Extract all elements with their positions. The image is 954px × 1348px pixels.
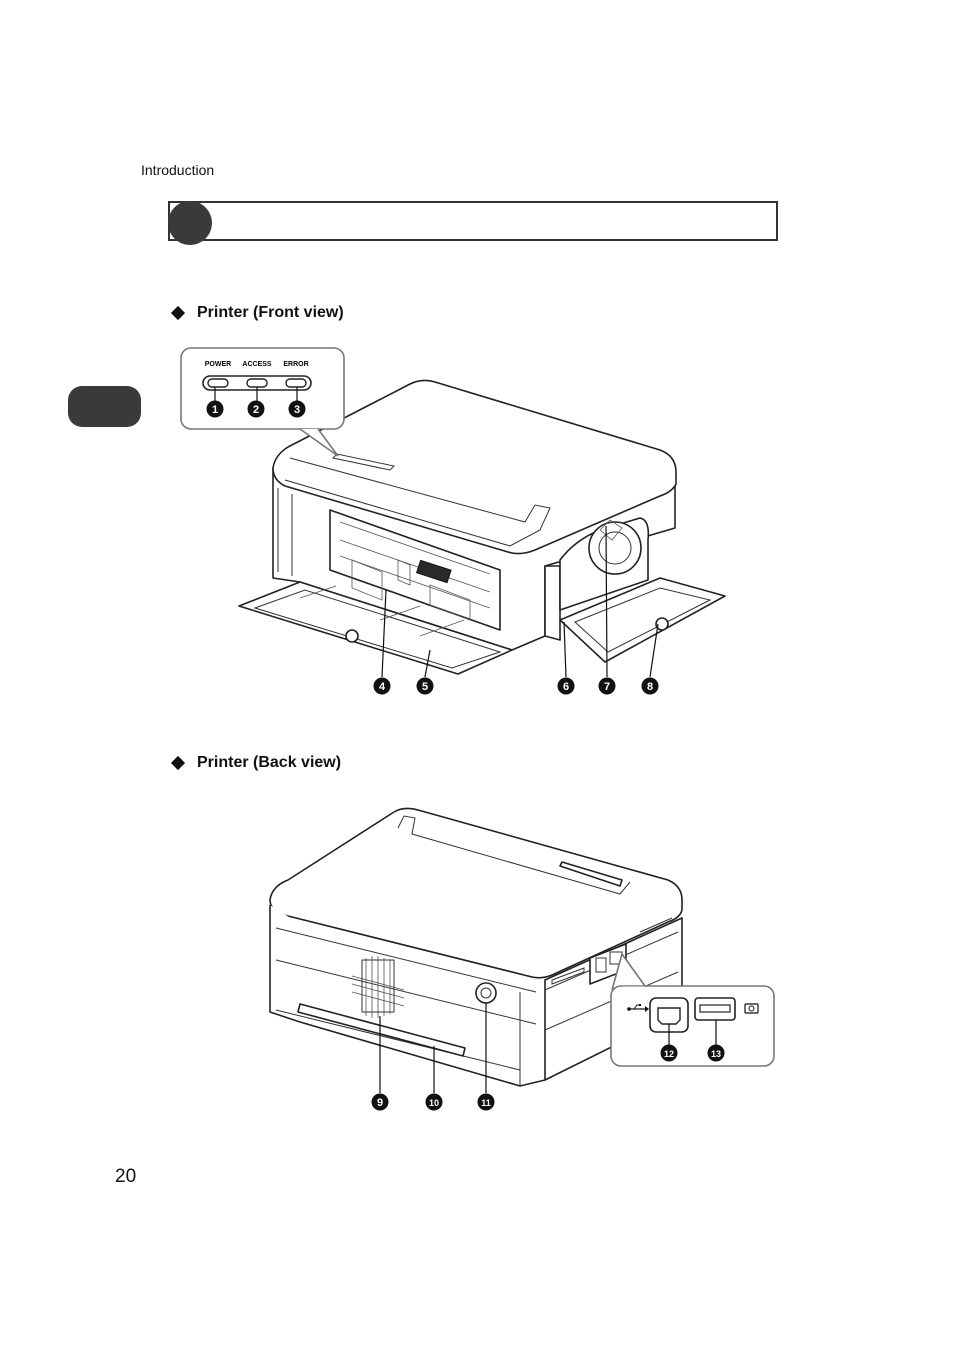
section-marker	[168, 201, 212, 245]
callout-7: 7	[598, 677, 616, 695]
callout-4: 4	[373, 677, 391, 695]
callout-9: 9	[371, 1093, 389, 1111]
page-number: 20	[115, 1166, 137, 1187]
usb-icon	[627, 1004, 649, 1012]
back-view-heading-text: Printer (Back view)	[197, 754, 342, 771]
callout-6: 6	[557, 677, 575, 695]
callout-1: 1	[206, 400, 224, 418]
svg-text:7: 7	[604, 681, 610, 693]
camera-icon	[744, 1003, 759, 1014]
printer-front-view	[238, 379, 726, 675]
callout-11: 11	[477, 1093, 495, 1111]
front-view-heading-text: Printer (Front view)	[197, 304, 344, 321]
led-label-access: ACCESS	[242, 361, 272, 368]
access-led	[246, 378, 268, 388]
svg-text:2: 2	[253, 404, 259, 416]
callout-10: 10	[425, 1093, 443, 1111]
svg-text:13: 13	[711, 1049, 721, 1059]
svg-text:1: 1	[212, 404, 218, 416]
ports-detail	[610, 952, 775, 1067]
chapter-tab	[68, 386, 141, 427]
vent-grille	[351, 956, 405, 1018]
callout-13: 13	[707, 1044, 725, 1062]
svg-text:6: 6	[563, 681, 569, 693]
svg-text:3: 3	[294, 404, 300, 416]
svg-text:8: 8	[647, 681, 653, 693]
front-view-heading: Printer (Front view)	[170, 304, 344, 322]
svg-text:9: 9	[377, 1097, 383, 1109]
front-view-callouts: 1 2 3 4 5 6 7 8	[206, 400, 659, 695]
callout-3: 3	[288, 400, 306, 418]
back-view-callouts: 9 10 11 12 13	[371, 1044, 725, 1111]
callout-12: 12	[660, 1044, 678, 1062]
back-view-heading: Printer (Back view)	[170, 754, 341, 772]
power-led	[207, 378, 229, 388]
svg-text:11: 11	[481, 1098, 491, 1108]
callout-8: 8	[641, 677, 659, 695]
svg-text:4: 4	[379, 681, 386, 693]
callout-5: 5	[416, 677, 434, 695]
led-label-power: POWER	[205, 361, 231, 368]
led-indicator-detail: POWER ACCESS ERROR	[180, 347, 345, 457]
svg-text:5: 5	[422, 681, 428, 693]
printer-back-view	[269, 807, 683, 1087]
svg-text:10: 10	[429, 1098, 439, 1108]
running-head: Introduction	[141, 162, 215, 178]
error-led	[285, 378, 307, 388]
svg-text:12: 12	[664, 1049, 674, 1059]
led-label-error: ERROR	[283, 361, 308, 368]
callout-2: 2	[247, 400, 265, 418]
section-title-bar	[168, 201, 778, 241]
